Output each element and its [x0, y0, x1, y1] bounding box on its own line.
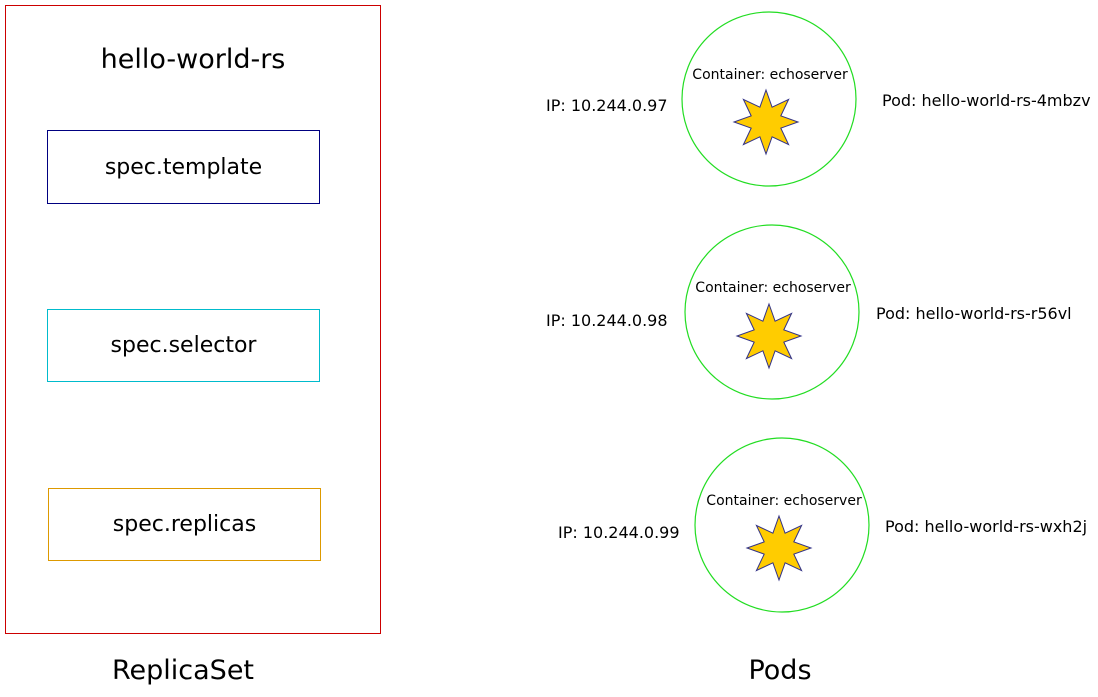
star-icon: [745, 514, 813, 582]
container-label: Container: echoserver: [706, 493, 862, 509]
pod-circle: [694, 437, 870, 613]
pod-circle: [681, 11, 857, 187]
spec-replicas-label: spec.replicas: [112, 512, 257, 537]
spec-replicas-box: spec.replicas: [48, 488, 321, 561]
pod-ip: IP: 10.244.0.98: [546, 311, 668, 330]
pod-name: Pod: hello-world-rs-r56vl: [876, 304, 1072, 323]
spec-template-box: spec.template: [47, 130, 320, 204]
replicaset-caption: ReplicaSet: [111, 655, 255, 686]
spec-selector-label: spec.selector: [110, 333, 257, 358]
pod-name: Pod: hello-world-rs-wxh2j: [885, 517, 1088, 536]
star-icon: [735, 302, 803, 370]
pod-circle: [684, 224, 860, 400]
replicaset-box: [5, 5, 381, 634]
pods-caption: Pods: [748, 655, 812, 686]
star-icon: [732, 88, 800, 156]
pod-name: Pod: hello-world-rs-4mbzv: [882, 91, 1091, 110]
pod-ip: IP: 10.244.0.99: [558, 523, 680, 542]
spec-selector-box: spec.selector: [47, 309, 320, 382]
container-label: Container: echoserver: [692, 67, 848, 83]
replicaset-name: hello-world-rs: [100, 44, 286, 75]
spec-template-label: spec.template: [104, 154, 263, 180]
container-label: Container: echoserver: [695, 280, 851, 296]
pod-ip: IP: 10.244.0.97: [546, 96, 668, 115]
